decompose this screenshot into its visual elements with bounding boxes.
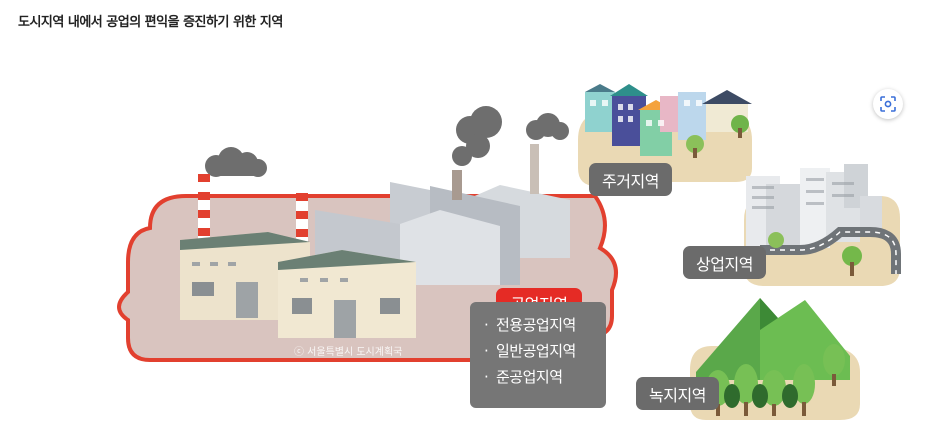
industrial-subtypes-box: ·전용공업지역 ·일반공업지역 ·준공업지역 bbox=[470, 302, 606, 408]
industrial-subtypes-list: ·전용공업지역 ·일반공업지역 ·준공업지역 bbox=[470, 302, 606, 390]
lens-icon bbox=[880, 96, 896, 112]
green-zone-label: 녹지지역 bbox=[636, 377, 719, 410]
lens-button[interactable] bbox=[873, 89, 903, 119]
commercial-island bbox=[744, 164, 901, 286]
factory-back bbox=[315, 144, 570, 285]
industrial-subtype-label: 일반공업지역 bbox=[496, 342, 576, 360]
industrial-subtype-label: 전용공업지역 bbox=[496, 316, 576, 334]
page-title: 도시지역 내에서 공업의 편익을 증진하기 위한 지역 bbox=[18, 15, 283, 30]
factory-front bbox=[180, 232, 416, 338]
smoke-clouds bbox=[205, 106, 569, 177]
industrial-subtype-item: ·준공업지역 bbox=[484, 368, 563, 386]
industrial-subtype-label: 준공업지역 bbox=[496, 368, 563, 386]
industrial-subtype-item: ·일반공업지역 bbox=[484, 342, 576, 360]
commercial-zone-label: 상업지역 bbox=[683, 246, 766, 279]
image-credit: ⓒ 서울특별시 도시계획국 bbox=[294, 347, 403, 358]
residential-zone-label: 주거지역 bbox=[589, 163, 672, 196]
industrial-subtype-item: ·전용공업지역 bbox=[484, 316, 576, 334]
